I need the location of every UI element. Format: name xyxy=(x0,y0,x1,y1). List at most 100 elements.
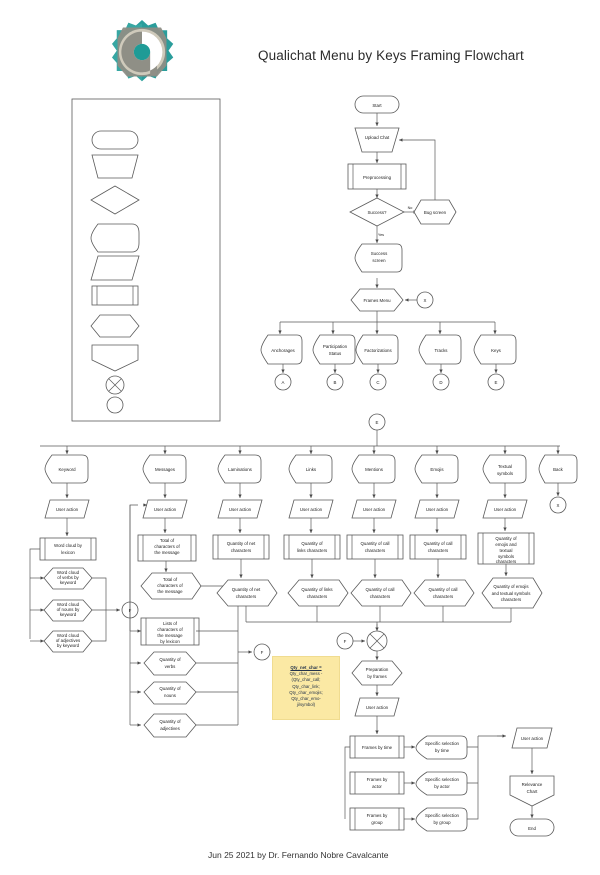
textual-display: Quantity of emojis and textual symbols c… xyxy=(481,577,543,609)
frames-by-time: Frames by time xyxy=(349,735,405,759)
txt-disp-1: Quantity of emojis xyxy=(493,584,529,589)
messages-preprocessing-lists: Lists of characters of the message by le… xyxy=(140,617,200,646)
connector-b: B xyxy=(326,373,344,391)
legend-shape-connector xyxy=(106,396,124,414)
node-anchorages-label: Anchorages xyxy=(271,348,295,353)
messages-prep-lists-2: characters of xyxy=(157,627,183,632)
menu-item-textual-symbols[interactable]: Textual symbols xyxy=(482,454,527,484)
page-footer: Jun 25 2021 by Dr. Fernando Nobre Cavalc… xyxy=(208,850,389,860)
lam-disp-1: Quantity of net xyxy=(232,587,261,592)
links-disp-2: characters xyxy=(307,594,328,599)
links-prep-1: Quantity of xyxy=(301,541,323,546)
messages-display-total: Total of characters of the message xyxy=(140,572,202,600)
txt-prep-4: symbols xyxy=(498,554,515,559)
laminations-preprocessing: Quantity of net characters xyxy=(212,534,270,560)
node-keys-label: Keys xyxy=(491,348,502,353)
frames-by-group: Frames by group xyxy=(349,807,405,831)
connector-e: E xyxy=(487,373,505,391)
lam-disp-2: characters xyxy=(236,594,257,599)
txt-prep-5: characters xyxy=(496,559,517,564)
connector-c-label: C xyxy=(376,380,379,385)
legend-shape-manual-operation xyxy=(91,154,139,179)
keyword-output-verbs: Word cloud of verbs by keyword xyxy=(43,567,93,590)
ment-disp-2: characters xyxy=(370,594,391,599)
keyword-output-adj-label-1: Word cloud xyxy=(57,633,80,638)
frames-by-actor-2: actor xyxy=(372,784,382,789)
node-start-label: Start xyxy=(372,103,382,108)
keyword-preprocessing-label-2: lexicon xyxy=(61,550,75,555)
messages-output-verbs: Quantity of verbs xyxy=(143,651,197,676)
connector-d: D xyxy=(432,373,450,391)
keyword-output-adj-label-2: of adjectives xyxy=(56,638,81,643)
connector-f-messages: F xyxy=(253,643,271,661)
links-disp-1: Quantity of links xyxy=(301,587,333,592)
emo-disp-2: characters xyxy=(433,594,454,599)
messages-disp-total-2: characters of xyxy=(157,583,183,588)
specific-selection-by-actor: Specific selection by actor xyxy=(415,771,468,796)
menu-item-links[interactable]: Links xyxy=(288,454,333,484)
edge-label-no: No xyxy=(408,206,413,210)
messages-disp-total-1: Total of xyxy=(163,577,178,582)
menu-item-messages[interactable]: Messages xyxy=(142,454,187,484)
messages-prep-lists-4: by lexicon xyxy=(160,639,180,644)
node-frames-menu-label: Frames Menu xyxy=(363,298,391,303)
menu-item-back-label: Back xyxy=(553,467,564,472)
connector-f-in: F xyxy=(336,632,354,650)
node-end-label: End xyxy=(528,826,536,831)
ment-disp-1: Quantity of call xyxy=(365,587,394,592)
specific-selection-by-time: Specific selection by time xyxy=(415,735,468,760)
note-line-6: Qty_char_emo- xyxy=(291,696,321,702)
node-keys: Keys xyxy=(473,334,517,365)
keyword-output-verbs-label-1: Word cloud xyxy=(57,570,80,575)
connector-x-back: X xyxy=(549,496,567,514)
keyword-output-adj-label-3: by keyword xyxy=(57,643,80,648)
legend-box xyxy=(71,98,221,422)
menu-item-keyword-label: Keyword xyxy=(58,467,76,472)
node-end: End xyxy=(509,818,555,837)
lam-prep-1: Quantity of net xyxy=(227,541,256,546)
menu-item-back[interactable]: Back xyxy=(538,454,578,484)
node-preprocessing-label: Preprocessing xyxy=(363,175,392,180)
legend-shape-interface-display xyxy=(90,223,140,253)
bottom-user-action-2: User action xyxy=(511,727,553,749)
node-tracks: Tracks xyxy=(418,334,462,365)
menu-item-emojis[interactable]: Emojis xyxy=(414,454,459,484)
messages-output-nouns: Quantity of nouns xyxy=(143,681,197,705)
node-factorizations-label: Factorizations xyxy=(364,348,392,353)
menu-item-mentions[interactable]: Mentions xyxy=(351,454,396,484)
node-success-screen-label-1: Success xyxy=(371,251,388,256)
node-bug-screen-label: Bug screen xyxy=(424,210,447,215)
connector-e-label: E xyxy=(495,380,498,385)
messages-out-nouns-1: Quantity of xyxy=(159,686,181,691)
sel-actor-2: by actor xyxy=(434,784,450,789)
messages-out-nouns-2: nouns xyxy=(164,693,177,698)
messages-out-adj-2: adjectives xyxy=(160,726,180,731)
node-preprocessing: Preprocessing xyxy=(347,163,407,190)
sel-group-2: by group xyxy=(433,820,451,825)
frames-by-time-label: Frames by time xyxy=(362,745,393,750)
txt-disp-3: characters xyxy=(501,597,522,602)
node-factorizations: Factorizations xyxy=(355,334,399,365)
keyword-output-adjectives: Word cloud of adjectives by keyword xyxy=(43,630,93,653)
messages-out-adj-1: Quantity of xyxy=(159,719,181,724)
menu-item-keyword[interactable]: Keyword xyxy=(44,454,89,484)
qualichat-logo xyxy=(112,20,174,82)
txt-prep-3: textual xyxy=(500,548,513,553)
textual-preprocessing: Quantity of emojis and textual symbols c… xyxy=(477,532,535,565)
emo-prep-1: Quantity of call xyxy=(423,541,452,546)
keyword-preprocessing-label-1: Word cloud by xyxy=(54,543,83,548)
connector-f-in-label: F xyxy=(344,639,347,644)
menu-item-laminations-label: Laminations xyxy=(228,467,252,472)
connector-a: A xyxy=(274,373,292,391)
note-line-4: Qty_char_link; xyxy=(292,683,320,689)
keyword-output-nouns-label-1: Word cloud xyxy=(57,602,80,607)
menu-item-laminations[interactable]: Laminations xyxy=(217,454,262,484)
mentions-display: Quantity of call characters xyxy=(350,579,412,607)
menu-item-textual-symbols-label-2: symbols xyxy=(497,471,514,476)
keyword-output-nouns-label-2: of nouns by xyxy=(57,607,81,612)
node-upload-chat-label: Upload Chat xyxy=(365,135,390,140)
node-participation-status: Participation Status xyxy=(312,334,356,365)
frames-by-actor: Frames by actor xyxy=(349,771,405,795)
page-title: Qualichat Menu by Keys Framing Flowchart xyxy=(258,48,524,63)
